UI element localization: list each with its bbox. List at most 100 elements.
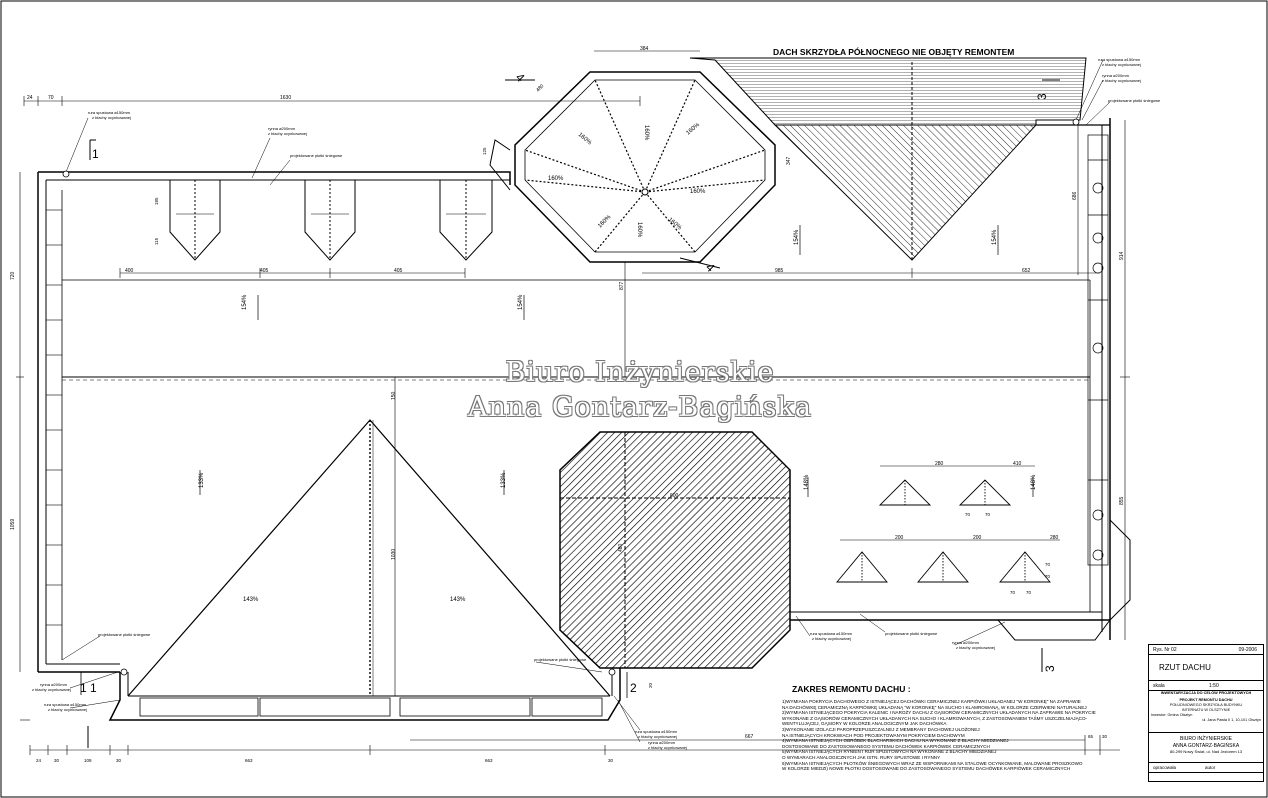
label-rura-bl-2: z blachy ocynkowanej — [48, 707, 87, 712]
label-rura-br: rura spustowa ø150mm — [810, 631, 853, 636]
tb-scale-label: skala — [1153, 683, 1165, 689]
dim-top-1630: 1630 — [280, 95, 291, 101]
notes-title: ZAKRES REMONTU DACHU : — [792, 684, 911, 694]
label-rura-top-right: rura spustowa ø150mm — [1098, 57, 1141, 62]
label-plotki-bl: projektowane płotki śniegowe — [98, 632, 151, 637]
dim-top-24: 24 — [27, 95, 33, 101]
notes-item: WYKONANE Z GĄSIORÓW CERAMICZNYCH UKŁADAN… — [782, 715, 1088, 721]
slope-main-b: 154% — [518, 294, 524, 310]
tb-drawing-title: RZUT DACHU — [1159, 663, 1211, 672]
north-hip-triangle — [773, 62, 1038, 261]
label-rynna-top-right-2: z blachy ocynkowanej — [1102, 78, 1141, 83]
dim-tri-410: 410 — [1013, 461, 1022, 467]
north-wing-note: DACH SKRZYDŁA PÓŁNOCNEGO NIE OBJĘTY REMO… — [773, 46, 1014, 57]
slope-oct-5: 160% — [636, 222, 642, 238]
dim-side-347: 347 — [786, 156, 792, 165]
dim-tri-70a: 70 — [965, 512, 971, 517]
section-3: 3 — [1035, 93, 1049, 100]
dim-bot-109: 109 — [84, 758, 92, 763]
dim-base-65: 65 — [1088, 734, 1094, 739]
notes-item: 6)WYMIANA ISTNIEJĄCYCH PŁOTKÓW ŚNIEGOWYC… — [782, 760, 1083, 766]
scope-of-work-notes: ZAKRES REMONTU DACHU : 1)WYMIANA POKRYCI… — [782, 684, 1142, 772]
dim-mid-877: 877 — [619, 281, 625, 290]
notes-item: 3)WYKONANIE IZOLACJI PAROPRZEPUSZCZALNEJ… — [782, 726, 980, 732]
dim-seg-400: 400 — [125, 268, 134, 274]
dim-bot-24: 24 — [36, 758, 42, 763]
octagonal-tower-roof — [489, 71, 776, 263]
slope-low-b: 133% — [501, 472, 507, 488]
section-3-bottom: 3 — [1043, 665, 1057, 672]
dim-bot-30c: 30 — [608, 758, 614, 763]
section-4-top: 4 — [513, 70, 528, 85]
slope-right-low: 148% — [804, 474, 810, 490]
dim-top-70: 70 — [48, 95, 54, 101]
tb-office: BIURO INŻYNIERSKIE — [1180, 736, 1232, 742]
dim-hatch-600: 600 — [670, 493, 679, 499]
dim-tri-200a: 200 — [895, 535, 904, 541]
section-markers — [80, 79, 1060, 748]
tb-stage: INWENTARYZACJA DO CELÓW PROJEKTOWYCH — [1160, 691, 1252, 695]
label-rura-top-left: rura spustowa ø150mm — [88, 110, 131, 115]
label-plotki: projektowane płotki śniegowe — [290, 153, 343, 158]
tb-date: 09-2006 — [1238, 647, 1257, 653]
label-rura-top-right-2: z blachy ocynkowanej — [1102, 62, 1141, 67]
tb-project-3: INTERNATU W OLSZTYNIE — [1181, 708, 1231, 712]
slope-oct-1: 160% — [643, 125, 649, 141]
notes-item: 2)WYMIANA ISTNIEJĄCEGO POKRYCIA KALENIC … — [782, 710, 1096, 716]
dim-bot-663: 663 — [245, 758, 253, 763]
slope-oct-3: 160% — [690, 189, 706, 195]
label-rynna-bl: rynna ø200mm — [40, 682, 68, 687]
label-rura-bl: rura spustowa ø150mm — [44, 702, 87, 707]
notes-item: 5)WYMIANA ISTNIEJĄCYCH RYNIEN I RUR SPUS… — [782, 749, 997, 755]
dim-dormer-115: 115 — [154, 237, 159, 245]
slope-oct-7: 160% — [548, 176, 564, 182]
north-wing-roof — [689, 57, 1087, 126]
hatched-octagon-area — [559, 431, 791, 669]
notes-item: DOSTOSOWANE DO ZASTOSOWANEGO SYSTEMU DAC… — [782, 743, 990, 749]
dim-hatch-480: 480 — [618, 543, 624, 552]
tb-investor: Inwestor: Gmina Olsztyn — [1151, 713, 1193, 717]
label-plotki-br: projektowane płotki śniegowe — [885, 631, 938, 636]
dim-side-855: 855 — [1119, 496, 1125, 505]
tb-author: autor — [1205, 765, 1216, 770]
dim-tri-70c: 70 — [1010, 590, 1016, 595]
dim-bot-30b: 30 — [116, 758, 122, 763]
slope-right-low-b: 148% — [1031, 474, 1037, 490]
slope-pyr-a: 143% — [243, 597, 259, 603]
roof-outline — [37, 118, 1131, 721]
dim-right-652: 652 — [1022, 268, 1031, 274]
dim-oct-20: 20 — [648, 682, 653, 688]
label-rura-br-2: z blachy ocynkowanej — [812, 636, 851, 641]
dim-tri-70e: 70 — [1045, 562, 1051, 567]
dormers-top — [169, 179, 493, 261]
small-dormers-right — [836, 479, 1051, 583]
slope-right-b: 154% — [992, 229, 998, 245]
pyramid-roof — [127, 419, 611, 697]
slope-low-a: 133% — [199, 472, 205, 488]
dim-left-1059: 1059 — [10, 519, 16, 530]
dim-seg-405b: 405 — [394, 268, 403, 274]
dim-tri-280: 280 — [935, 461, 944, 467]
notes-item: 4)WYMIANA ISTNIEJĄCYCH OBRÓBEK BLACHARSK… — [782, 738, 1009, 744]
label-rynna-br-2: z blachy ocynkowanej — [956, 645, 995, 650]
left-wall-segments — [46, 209, 62, 626]
section-2: 2 — [630, 681, 637, 695]
dimension-lines — [16, 50, 1130, 755]
notes-item: O WYMIARACH ANALOGICZNYCH JAK ISTN. RURY… — [782, 754, 941, 760]
dim-right-985: 985 — [775, 268, 784, 274]
label-rura-top-left-2: z blachy ocynkowanej — [92, 115, 131, 120]
tb-project: PROJEKT REMONTU DACHU — [1179, 698, 1233, 702]
tb-address: ul. Jana Pawła II 1, 10-101 Olsztyn — [1202, 718, 1261, 722]
label-rynna-mid-2: z blachy ocynkowanej — [648, 745, 687, 750]
section-1-bottom: 1 — [80, 681, 87, 695]
dim-base-667: 667 — [745, 734, 754, 740]
slope-right-a: 154% — [794, 229, 800, 245]
tb-office-3: 80-299 Nowy Świat, ul. Nad Jeziorem 13 — [1169, 749, 1243, 754]
label-rynna-bl-2: z blachy ocynkowanej — [32, 687, 71, 692]
dim-seg-405a: 405 — [260, 268, 269, 274]
notes-item: NA ISTNIEJĄCYCH KROKWIACH POD PROJEKTOWA… — [782, 732, 965, 738]
dim-oct-125: 125 — [482, 147, 487, 155]
dim-tri-200b: 200 — [973, 535, 982, 541]
label-rynna-br: rynna ø200mm — [952, 640, 980, 645]
